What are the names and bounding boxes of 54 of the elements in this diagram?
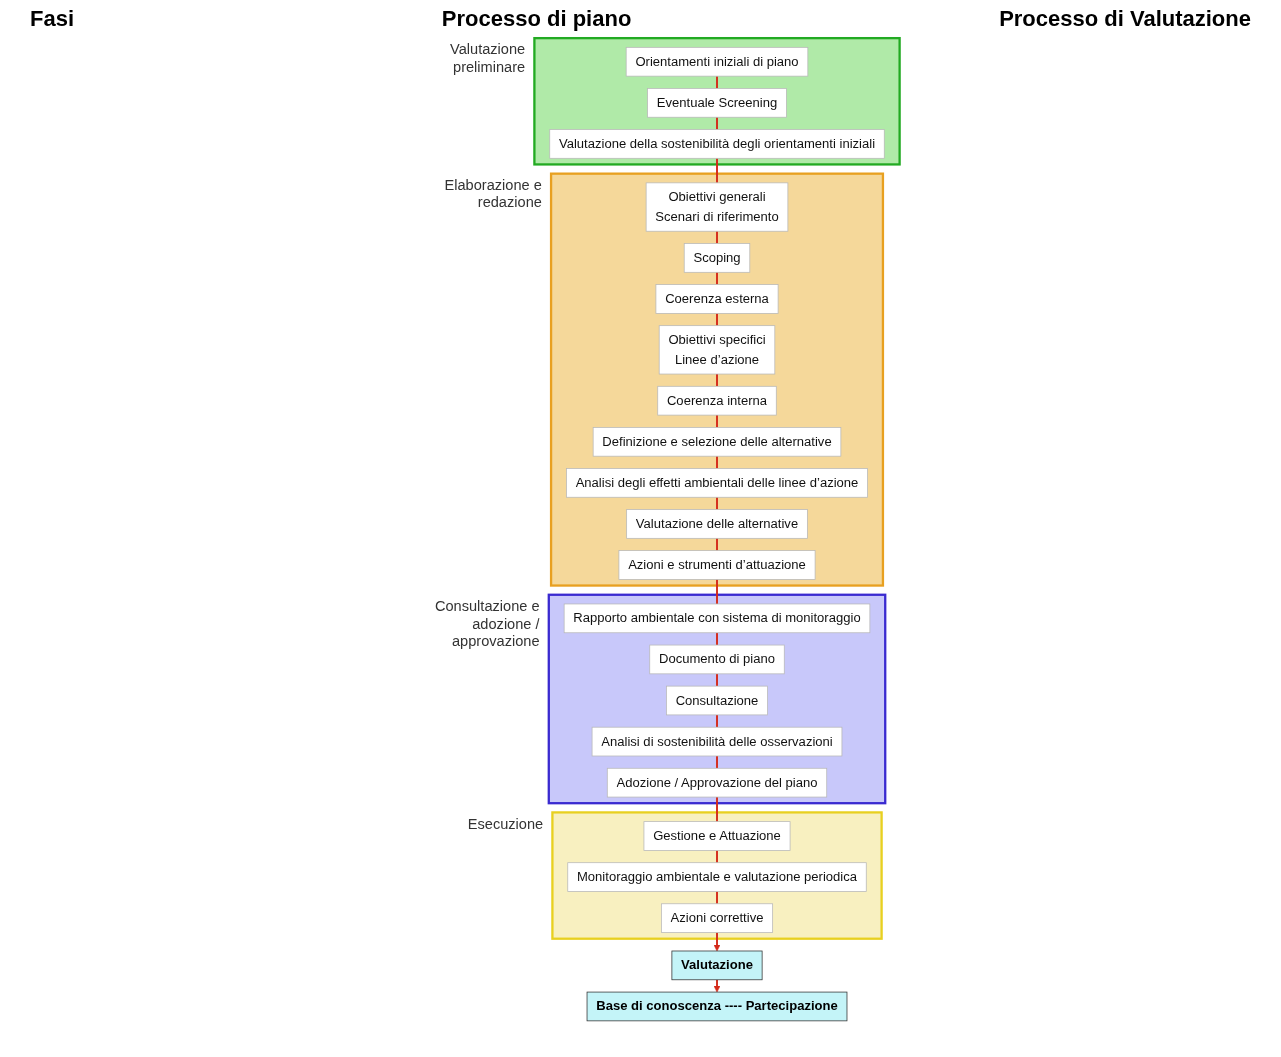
connector	[715, 849, 718, 864]
connector	[715, 631, 718, 646]
arrow	[713, 978, 720, 993]
connector	[715, 537, 718, 552]
node-label: Esecuzione	[467, 815, 543, 832]
node-box: Gestione e Attuazione	[643, 821, 790, 851]
node-box: Definizione e selezione delle alternative	[592, 427, 841, 457]
node-box: Coerenza interna	[656, 385, 777, 416]
connector	[715, 271, 718, 286]
connector	[715, 890, 718, 905]
node-box: Valutazione delle alternative	[625, 509, 808, 539]
node-box: Documento di piano	[648, 644, 785, 675]
node-box: Orientamenti iniziali di piano	[625, 46, 808, 77]
arrow	[713, 931, 720, 952]
node-box: Valutazione della sostenibilità degli orientamenti iniziali	[548, 129, 885, 159]
node-box: Base di conoscenza ---- Partecipazione	[586, 991, 847, 1022]
node-box: Obiettivi generali Scenari di riferimento	[645, 182, 788, 232]
connector	[715, 496, 718, 511]
node-box: Rapporto ambientale con sistema di monitoraggio	[563, 603, 870, 634]
cluster	[547, 593, 886, 805]
node-box: Adozione / Approvazione del piano	[606, 767, 827, 798]
cluster	[549, 172, 884, 587]
node-box: Azioni e strumenti d’attuazione	[618, 550, 815, 580]
node-label: Valutazione preliminare	[449, 41, 525, 75]
connector	[715, 157, 718, 184]
cluster	[550, 811, 883, 940]
node-box: Analisi degli effetti ambientali delle linee d’azione	[565, 468, 868, 498]
connector	[715, 578, 718, 605]
connector	[715, 373, 718, 388]
connector	[715, 672, 718, 688]
connector	[715, 116, 718, 131]
node-box: Monitoraggio ambientale e valutazione periodica	[566, 862, 867, 892]
node-box: Azioni correttive	[660, 903, 773, 933]
connector	[715, 75, 718, 90]
node-box: Scoping	[683, 243, 750, 273]
connector	[715, 796, 718, 823]
cluster	[532, 37, 901, 166]
node-box: Obiettivi specifici Linee d’azione	[658, 325, 775, 375]
connector	[715, 312, 718, 327]
node-box: Coerenza esterna	[655, 284, 778, 314]
connector	[715, 713, 718, 729]
node-box: Analisi di sostenibilità delle osservazioni	[591, 726, 842, 757]
connector	[715, 230, 718, 245]
column-heading: Processo di piano	[441, 6, 632, 32]
node-box: Valutazione	[671, 950, 762, 981]
column-heading: Processo di Valutazione	[999, 6, 1251, 32]
column-heading: Fasi	[30, 6, 75, 32]
node-label: Elaborazione e redazione	[444, 176, 542, 211]
connector	[715, 414, 718, 429]
connector	[715, 755, 718, 770]
node-box: Eventuale Screening	[646, 88, 787, 118]
node-box: Consultazione	[665, 685, 768, 716]
node-label: Consultazione e adozione / approvazione	[434, 597, 540, 649]
connector	[715, 455, 718, 470]
